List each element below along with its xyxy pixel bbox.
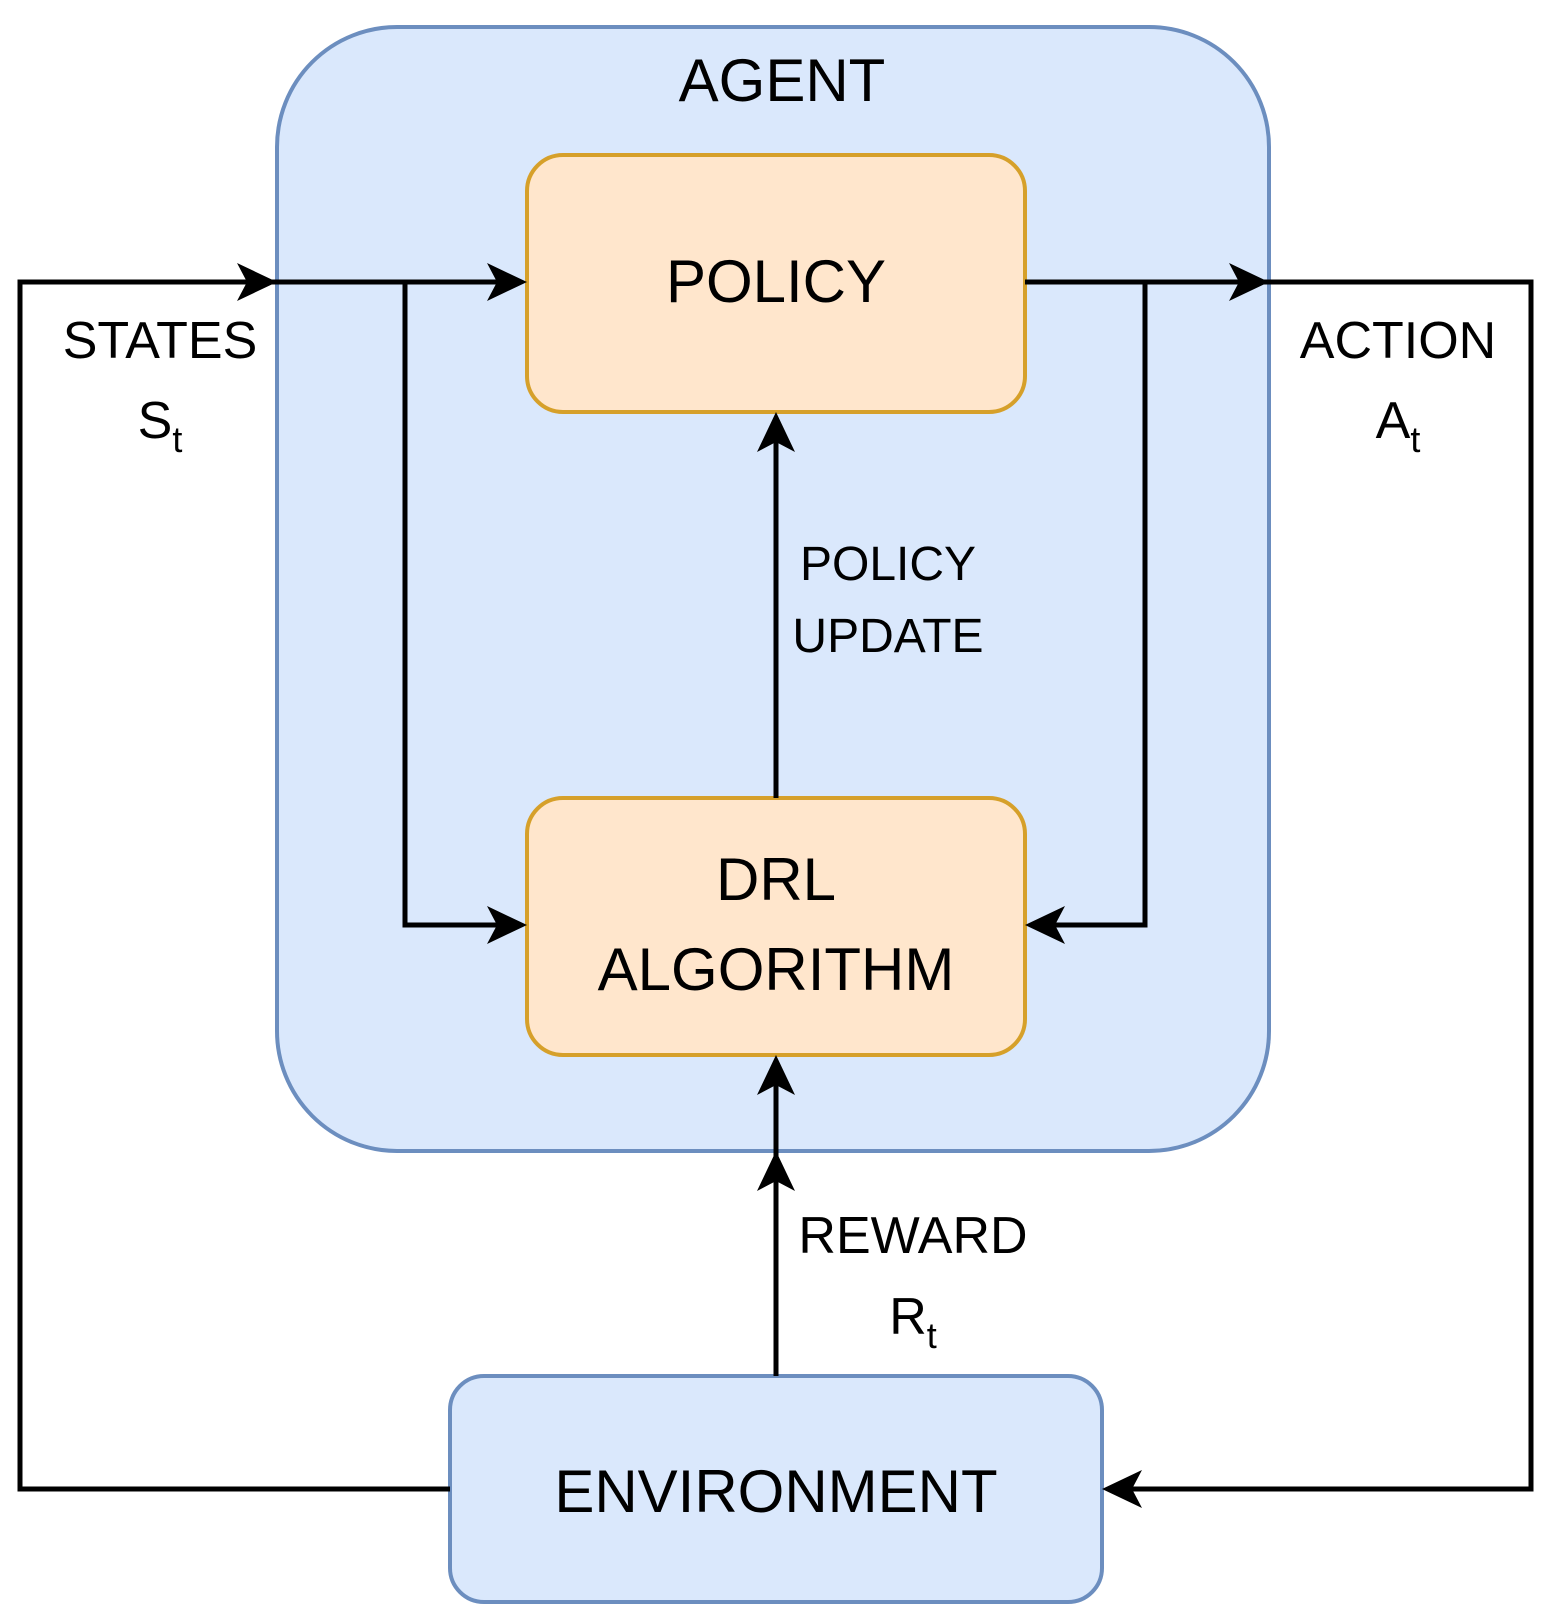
environment-label: ENVIRONMENT <box>554 1458 997 1525</box>
action-branch-line <box>1042 282 1148 928</box>
action-label: ACTION <box>1300 312 1496 370</box>
drl-left-arrowhead-icon <box>487 906 527 944</box>
reward-arrowhead-icon <box>757 1151 795 1191</box>
reward-symbol-subscript: t <box>927 1315 937 1356</box>
reward-label: REWARD <box>798 1207 1027 1265</box>
action-arrowhead-icon <box>1229 263 1269 301</box>
drl-right-arrowhead-icon <box>1025 906 1065 944</box>
states-symbol-subscript: t <box>172 419 182 460</box>
agent-title: AGENT <box>679 47 886 114</box>
reward-symbol: Rt <box>889 1288 937 1356</box>
states-symbol-main: S <box>138 392 173 450</box>
action-line <box>1025 279 1534 1492</box>
drl-algorithm-box <box>525 796 1027 1057</box>
environment-arrowhead-icon <box>1102 1470 1142 1508</box>
drl-label: DRL <box>716 846 836 913</box>
policy-update-arrowhead-icon <box>757 412 795 452</box>
policy-update-label-line1: POLICY <box>800 538 976 591</box>
policy-update-label-line2: UPDATE <box>792 610 983 663</box>
reward-symbol-main: R <box>889 1288 927 1346</box>
action-symbol-main: A <box>1376 392 1411 450</box>
action-symbol-subscript: t <box>1410 419 1420 460</box>
states-branch-line <box>402 282 510 928</box>
action-symbol: At <box>1376 392 1421 460</box>
algorithm-label: ALGORITHM <box>598 936 955 1003</box>
states-symbol: St <box>138 392 183 460</box>
drl-bottom-arrowhead-icon <box>757 1055 795 1095</box>
policy-input-arrowhead-icon <box>487 263 527 301</box>
states-arrowhead-icon <box>237 263 277 301</box>
states-label: STATES <box>63 312 258 370</box>
policy-label: POLICY <box>666 248 886 315</box>
